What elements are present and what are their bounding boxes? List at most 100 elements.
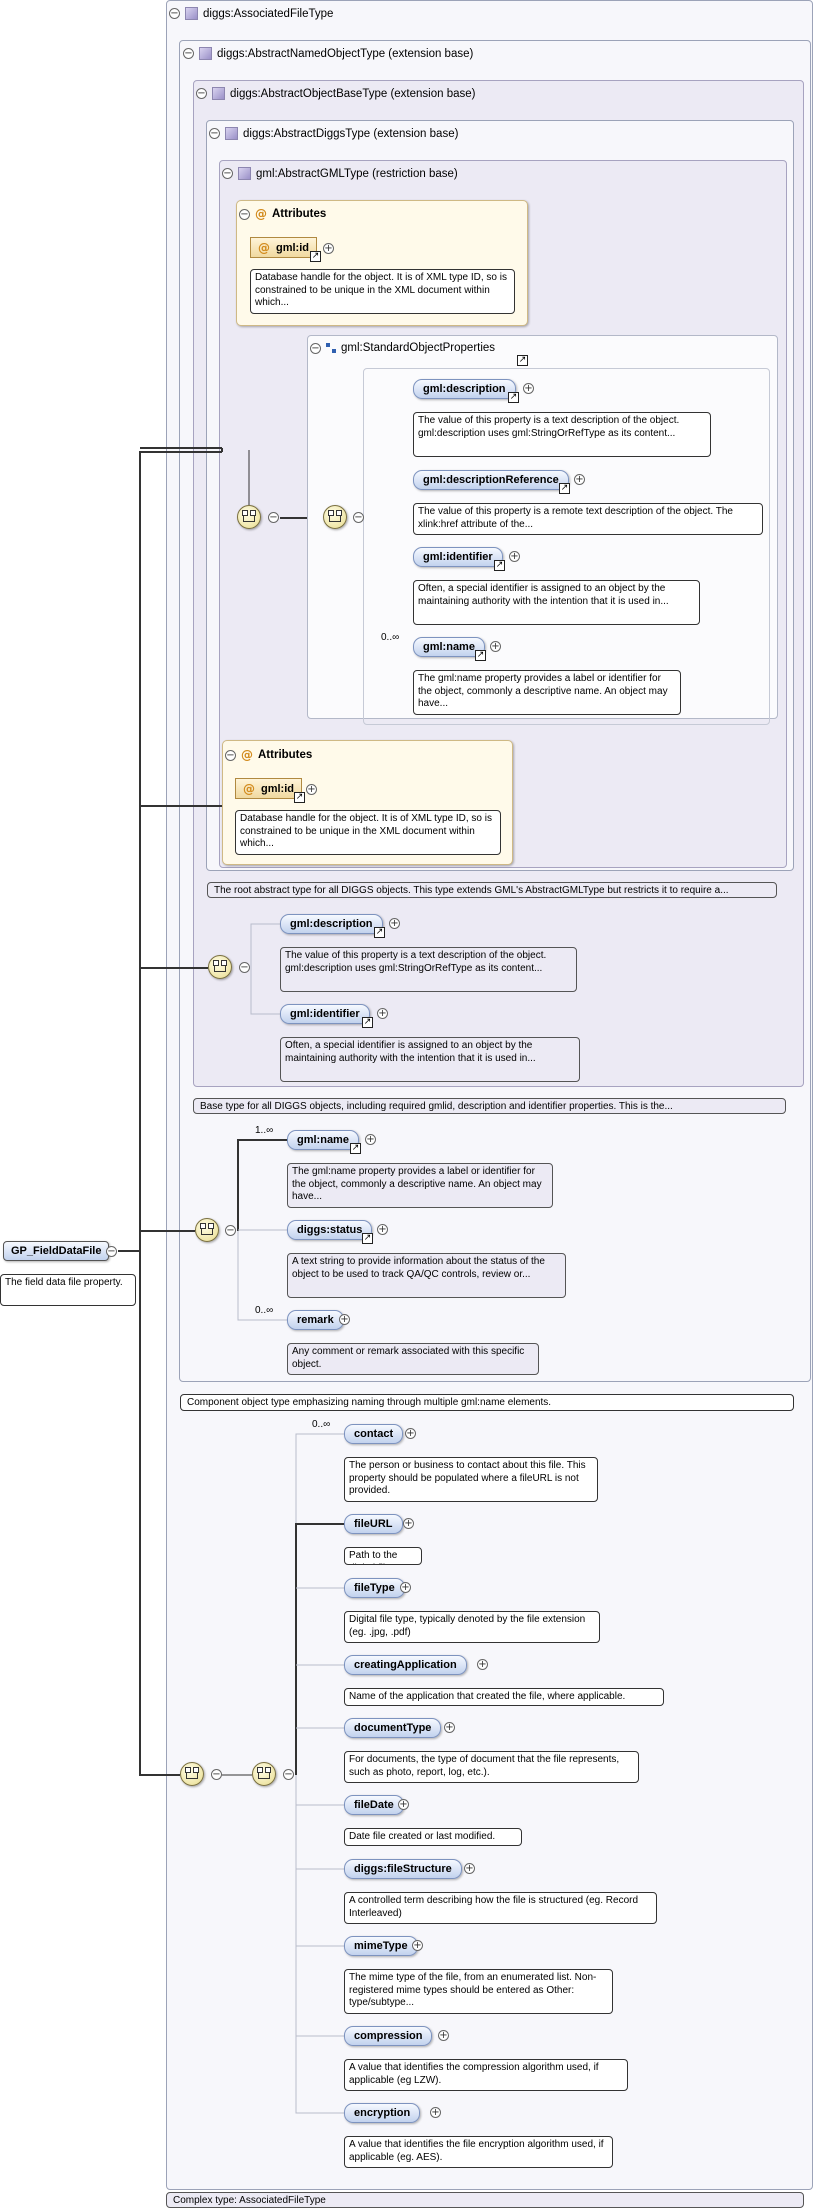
element-gml-description[interactable]: gml:description [280,914,383,934]
gml-type-header[interactable]: −gml:AbstractGMLType (restriction base) [222,167,458,180]
sequence-compositor-icon[interactable] [180,1762,204,1786]
element-filedate[interactable]: fileDate [344,1795,404,1815]
expand-icon[interactable]: + [444,1722,455,1733]
element-mimetype[interactable]: mimeType [344,1936,418,1956]
reference-arrow-icon[interactable]: ↗ [350,1143,361,1154]
element-gml-name[interactable]: gml:name [413,637,485,657]
collapse-icon[interactable]: − [169,8,180,19]
collapse-icon[interactable]: − [239,208,250,220]
expand-icon[interactable]: + [464,1863,475,1874]
attribute-name: gml:id [276,241,309,254]
reference-arrow-icon[interactable]: ↗ [362,1233,373,1244]
root-doc: The field data file property. [0,1274,136,1306]
expand-icon[interactable]: + [365,1134,376,1145]
element-gml-identifier[interactable]: gml:identifier [413,547,503,567]
element-gml-identifier[interactable]: gml:identifier [280,1004,370,1024]
expand-icon[interactable]: + [377,1008,388,1019]
reference-arrow-icon[interactable]: ↗ [508,392,519,403]
expand-icon[interactable]: + [339,1314,350,1325]
collapse-icon[interactable]: − [283,1769,294,1780]
expand-icon[interactable]: + [430,2107,441,2118]
element-creatingapplication[interactable]: creatingApplication [344,1655,467,1675]
attributes-header[interactable]: −@Attributes [225,748,312,762]
collapse-icon[interactable]: − [225,749,236,761]
reference-arrow-icon[interactable]: ↗ [374,927,385,938]
element-filetype[interactable]: fileType [344,1578,405,1598]
expand-icon[interactable]: + [477,1659,488,1670]
collapse-icon[interactable]: − [222,168,233,179]
named-object-type-doc: Component object type emphasizing naming… [180,1394,794,1411]
sequence-compositor-icon[interactable] [195,1218,219,1242]
collapse-icon[interactable]: − [310,342,321,354]
reference-arrow-icon[interactable]: ↗ [559,483,570,494]
element-diggs-status[interactable]: diggs:status [287,1220,373,1240]
element-diggs-filestructure[interactable]: diggs:fileStructure [344,1859,462,1879]
sequence-compositor-icon[interactable] [323,505,347,529]
gml-id-attribute[interactable]: @gml:id [250,237,317,258]
sequence-compositor-icon[interactable] [252,1762,276,1786]
collapse-icon[interactable]: − [183,48,194,59]
attributes-title: Attributes [272,208,327,220]
element-gml-description[interactable]: gml:description [413,379,516,399]
element-doc: A value that identifies the compression … [344,2059,628,2091]
associated-file-type-header[interactable]: − diggs:AssociatedFileType [169,7,333,20]
expand-icon[interactable]: + [398,1799,409,1810]
element-documenttype[interactable]: documentType [344,1718,442,1738]
type-title: diggs:AbstractDiggsType (extension base) [243,127,459,140]
reference-arrow-icon[interactable]: ↗ [475,650,486,661]
element-doc: Digital file type, typically denoted by … [344,1611,600,1643]
expand-icon[interactable]: + [377,1224,388,1235]
element-encryption[interactable]: encryption [344,2103,421,2123]
element-gml-name[interactable]: gml:name [287,1130,359,1150]
collapse-icon[interactable]: − [353,512,364,523]
sequence-compositor-icon[interactable] [237,505,261,529]
element-doc: The gml:name property provides a label o… [287,1163,553,1208]
element-gml-descriptionreference[interactable]: gml:descriptionReference [413,470,569,490]
type-title: diggs:AssociatedFileType [203,7,334,20]
attribute-icon: @ [255,207,267,221]
object-base-type-header[interactable]: − diggs:AbstractObjectBaseType (extension… [196,87,475,100]
element-doc: Path to the digital file [344,1547,422,1565]
element-doc: Any comment or remark associated with th… [287,1343,539,1375]
reference-arrow-icon[interactable]: ↗ [294,792,305,803]
expand-icon[interactable]: + [403,1518,414,1529]
type-title: diggs:AbstractObjectBaseType (extension … [230,87,476,100]
expand-icon[interactable]: + [509,551,520,562]
named-object-type-header[interactable]: − diggs:AbstractNamedObjectType (extensio… [183,47,473,60]
sequence-compositor-icon[interactable] [208,955,232,979]
expand-icon[interactable]: + [574,474,585,485]
root-element-gp-fielddatafile[interactable]: GP_FieldDataFile [3,1241,110,1261]
expand-icon[interactable]: + [438,2030,449,2041]
reference-arrow-icon[interactable]: ↗ [310,251,321,262]
element-compression[interactable]: compression [344,2026,433,2046]
gml-id-attribute[interactable]: @gml:id [235,778,302,799]
type-title: diggs:AbstractNamedObjectType (extension… [217,47,474,60]
standard-object-properties-header[interactable]: −gml:StandardObjectProperties [310,342,495,354]
element-doc: Often, a special identifier is assigned … [280,1037,580,1082]
element-contact[interactable]: contact [344,1424,404,1444]
attributes-header[interactable]: −@ Attributes [239,207,326,221]
collapse-icon[interactable]: − [106,1246,117,1257]
reference-arrow-icon[interactable]: ↗ [494,560,505,571]
expand-icon[interactable]: + [389,918,400,929]
expand-icon[interactable]: + [490,641,501,652]
element-fileurl[interactable]: fileURL [344,1514,403,1534]
element-remark[interactable]: remark [287,1310,344,1330]
collapse-icon[interactable]: − [209,128,220,139]
collapse-icon[interactable]: − [211,1769,222,1780]
reference-arrow-icon[interactable]: ↗ [517,355,528,366]
expand-icon[interactable]: + [412,1940,423,1951]
element-doc: Often, a special identifier is assigned … [413,580,700,625]
diggs-type-header[interactable]: − diggs:AbstractDiggsType (extension base… [209,127,458,140]
reference-arrow-icon[interactable]: ↗ [362,1017,373,1028]
expand-icon[interactable]: + [323,243,334,254]
expand-icon[interactable]: + [405,1428,416,1439]
collapse-icon[interactable]: − [239,962,250,973]
collapse-icon[interactable]: − [196,88,207,99]
expand-icon[interactable]: + [306,784,317,795]
multiplicity-label: 0..∞ [312,1419,331,1430]
collapse-icon[interactable]: − [268,512,279,523]
expand-icon[interactable]: + [523,383,534,394]
expand-icon[interactable]: + [400,1582,411,1593]
collapse-icon[interactable]: − [225,1225,236,1236]
